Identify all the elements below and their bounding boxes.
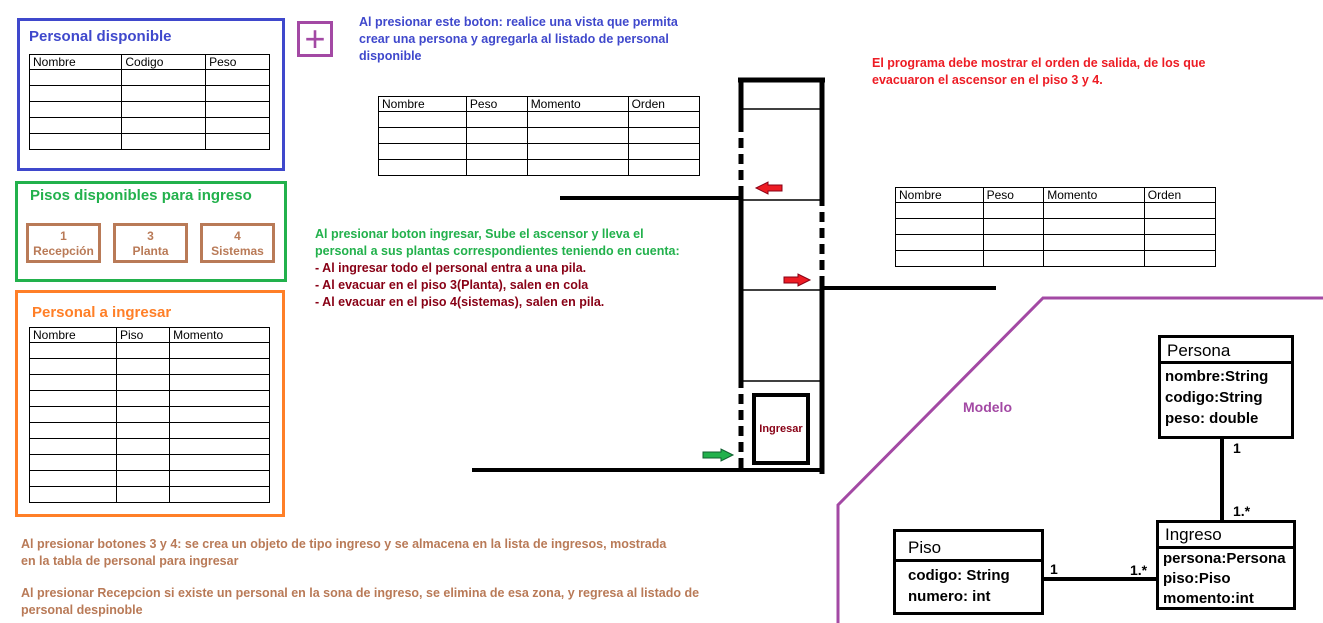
table-row <box>29 438 270 455</box>
class-attribute: numero: int <box>908 588 991 605</box>
multiplicity-ingreso-left: 1.* <box>1130 562 1148 578</box>
table-cell <box>115 486 171 503</box>
ingresar-note: Al presionar boton ingresar, Sube el asc… <box>315 226 685 311</box>
model-title: Modelo <box>963 399 1012 415</box>
floor-button-4[interactable]: 4 Sistemas <box>200 223 275 263</box>
ingresar-button[interactable]: Ingresar <box>752 393 810 465</box>
recepcion-note: Al presionar Recepcion si existe un pers… <box>21 586 700 617</box>
table-cell <box>378 159 467 176</box>
table-cell <box>1143 250 1217 267</box>
class-attribute: piso:Piso <box>1163 570 1231 587</box>
table-cell <box>627 159 701 176</box>
panel-title: Pisos disponibles para ingreso <box>30 187 252 204</box>
multiplicity-persona: 1 <box>1233 440 1241 456</box>
panel-title: Personal disponible <box>29 28 172 45</box>
column-header: Momento <box>1043 187 1145 203</box>
class-attribute: peso: double <box>1165 410 1259 427</box>
table-row <box>29 342 270 359</box>
class-attribute: persona:Persona <box>1163 550 1286 567</box>
class-persona: Persona nombre:String codigo:String peso… <box>1158 335 1294 439</box>
table-row <box>895 202 1217 219</box>
floor-button-1[interactable]: 1 Recepción <box>26 223 101 263</box>
table-row <box>28 133 270 150</box>
add-button-note: Al presionar este boton: realice una vis… <box>359 15 678 63</box>
ingresar-intro: Al presionar boton ingresar, Sube el asc… <box>315 227 680 258</box>
floor-number: 1 <box>60 229 67 243</box>
table-cell <box>169 486 270 503</box>
table-row <box>29 454 270 471</box>
floor-label: Recepción <box>33 244 94 258</box>
pisos-panel: Pisos disponibles para ingreso 1 Recepci… <box>15 181 287 282</box>
floor-number: 4 <box>234 229 241 243</box>
ingresar-label: Ingresar <box>759 423 803 435</box>
table-row <box>29 374 270 391</box>
class-piso: Piso codigo: String numero: int <box>893 529 1044 615</box>
floor-button-3[interactable]: 3 Planta <box>113 223 188 263</box>
table-row <box>29 390 270 407</box>
table-row <box>378 111 701 128</box>
table-row <box>28 69 270 86</box>
multiplicity-ingreso-top: 1.* <box>1233 503 1251 519</box>
column-header: Nombre <box>29 327 117 343</box>
table-row <box>29 358 270 375</box>
class-attribute: codigo: String <box>908 567 1010 584</box>
table-row <box>378 159 701 176</box>
floor-label: Planta <box>132 244 169 258</box>
table-cell <box>28 133 123 150</box>
class-name: Ingreso <box>1159 523 1293 549</box>
ingresar-rule: - Al evacuar en el piso 3(Planta), salen… <box>315 278 589 292</box>
table-row <box>895 250 1217 267</box>
table-row <box>29 486 270 503</box>
plus-icon: + <box>304 18 326 59</box>
panel-title: Personal a ingresar <box>32 304 172 321</box>
table-cell <box>205 133 270 150</box>
class-attribute: codigo:String <box>1165 389 1263 406</box>
class-ingreso: Ingreso persona:Persona piso:Piso moment… <box>1156 520 1296 610</box>
table-row <box>895 218 1217 235</box>
table-row <box>29 406 270 423</box>
floor-number: 3 <box>147 229 154 243</box>
column-header: Momento <box>526 96 629 112</box>
class-attribute: momento:int <box>1163 590 1254 607</box>
multiplicity-piso: 1 <box>1050 561 1058 577</box>
class-name: Piso <box>896 532 1041 562</box>
botones-note: Al presionar botones 3 y 4: se crea un o… <box>21 537 667 568</box>
class-attribute: nombre:String <box>1165 368 1269 385</box>
ingresar-rule: - Al ingresar todo el personal entra a u… <box>315 261 587 275</box>
salida-note: El programa debe mostrar el orden de sal… <box>872 56 1206 87</box>
table-row <box>895 234 1217 251</box>
add-person-button[interactable]: + <box>297 18 333 59</box>
table-row <box>28 85 270 102</box>
floor-label: Sistemas <box>211 244 264 258</box>
table-cell <box>895 250 984 267</box>
ingresar-rule: - Al evacuar en el piso 4(sistemas), sal… <box>315 295 605 309</box>
class-name: Persona <box>1161 338 1291 364</box>
